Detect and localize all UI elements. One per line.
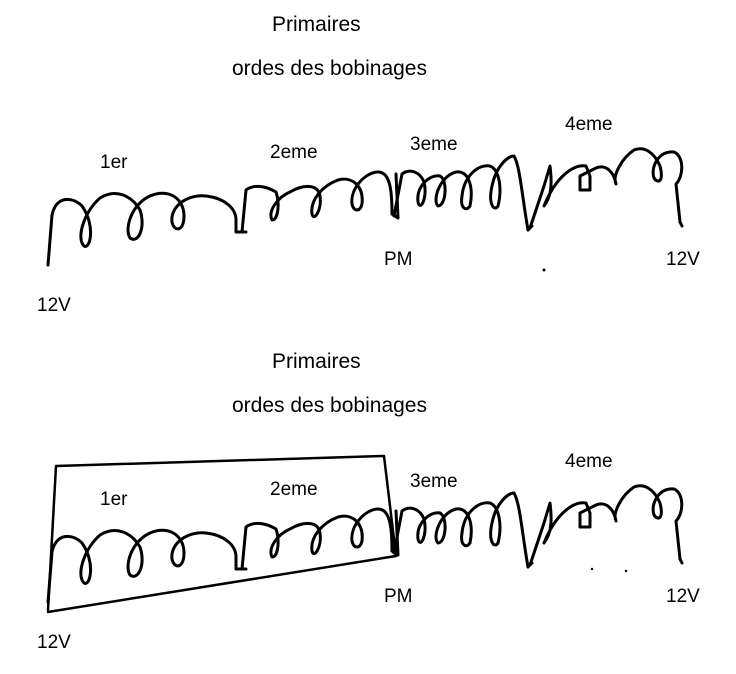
diagram2-bypass-loop	[46, 454, 398, 614]
diagram2-terminal-left-12v: 12V	[37, 632, 71, 653]
diagram1-coil2-label: 2eme	[270, 142, 318, 163]
diagram2-coil3-label: 3eme	[410, 471, 458, 492]
diagram1-terminal-right-12v: 12V	[666, 249, 700, 270]
diagram2-terminal-pm: PM	[384, 586, 413, 607]
stray-dot	[624, 569, 628, 573]
diagram1-coil1-label: 1er	[100, 152, 128, 173]
diagram2-coil2-label: 2eme	[270, 479, 318, 500]
diagram1-coil3-label: 3eme	[410, 134, 458, 155]
diagram2-coil4-label: 4eme	[565, 451, 613, 472]
diagram1-terminal-pm: PM	[384, 249, 413, 270]
diagram2-subtitle: ordes des bobinages	[232, 394, 427, 417]
stray-dot	[590, 567, 594, 571]
diagram1-windings	[46, 147, 684, 272]
diagram1-terminal-left-12v: 12V	[37, 295, 71, 316]
stray-dot	[542, 268, 546, 272]
diagram1-subtitle: ordes des bobinages	[232, 57, 427, 80]
diagram2-windings	[46, 484, 684, 604]
diagram1-title: Primaires	[272, 13, 361, 36]
diagram1-coil4-label: 4eme	[565, 114, 613, 135]
diagram2-coil1-label: 1er	[100, 489, 128, 510]
diagram2-terminal-right-12v: 12V	[666, 586, 700, 607]
diagram2-title: Primaires	[272, 350, 361, 373]
